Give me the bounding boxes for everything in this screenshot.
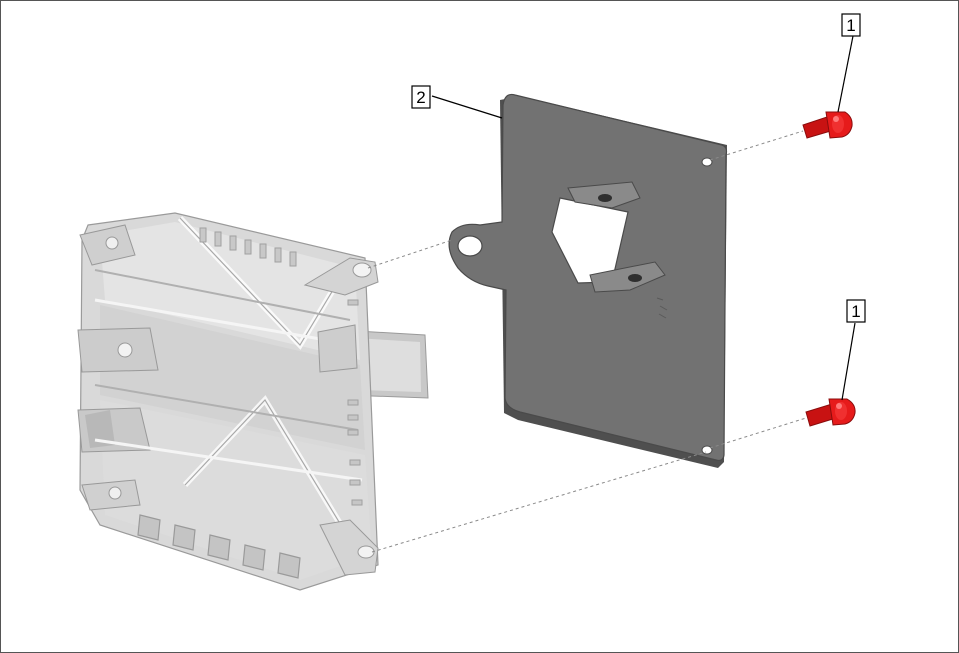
bolt-icon-top [802,111,853,139]
alignment-lines [367,130,807,553]
callout-1-bottom: 1 [846,299,866,323]
control-module [77,212,429,591]
callout-label: 1 [851,302,860,321]
callout-1-top: 1 [841,13,861,37]
callout-2: 2 [411,85,431,109]
callout-label: 1 [846,16,855,35]
callout-label: 2 [416,88,425,107]
bracket-plate [448,93,728,468]
leader-lines [431,35,856,401]
bolt-icon-bottom [805,398,856,427]
